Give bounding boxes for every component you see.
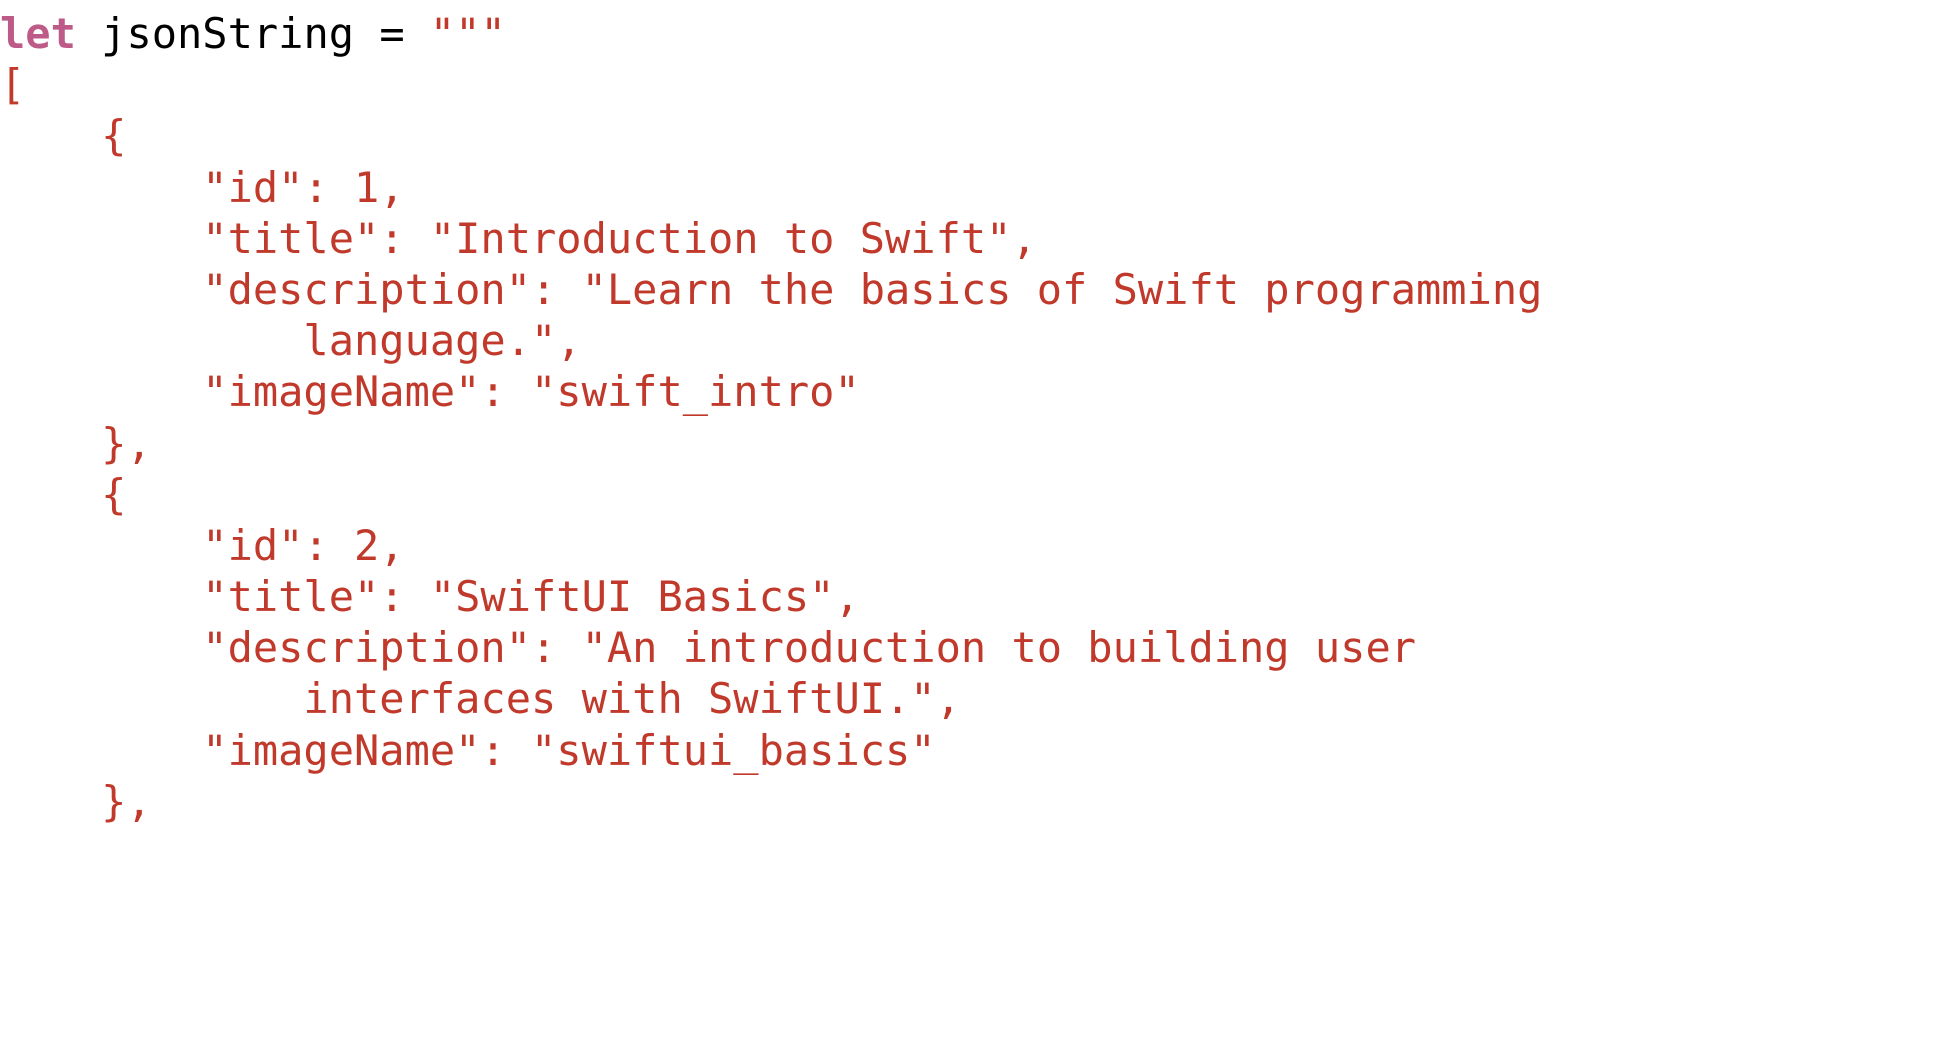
code-line: }, [0,776,1960,827]
code-line: "imageName": "swift_intro" [0,366,1960,417]
code-line: "id": 2, [0,520,1960,571]
token-string: "imageName": "swiftui_basics" [0,725,936,775]
token-operator: = [379,9,405,58]
token-string: "title": "SwiftUI Basics", [0,572,860,622]
token-string: { [0,469,127,519]
code-line: }, [0,418,1960,469]
code-line: "description": "Learn the basics of Swif… [0,264,1960,315]
code-line: "title": "Introduction to Swift", [0,213,1960,264]
token-string: "title": "Introduction to Swift", [0,213,1037,263]
token-string: "description": "Learn the basics of Swif… [0,264,1543,314]
code-line: interfaces with SwiftUI.", [0,673,1960,724]
code-line: "imageName": "swiftui_basics" [0,725,1960,776]
token-string: "imageName": "swift_intro" [0,367,860,417]
token-string: "description": "An introduction to build… [0,623,1417,673]
code-line: { [0,110,1960,161]
token-string: "id": 2, [0,520,405,570]
token-string: """ [429,9,506,58]
token-keyword: let [0,9,76,58]
code-line: language.", [0,315,1960,366]
code-line: { [0,469,1960,520]
token-string: language.", [0,316,582,366]
code-line: "description": "An introduction to build… [0,622,1960,673]
token-string: }, [0,776,152,826]
token-string: { [0,111,127,161]
token-string: [ [0,60,26,110]
code-line: "title": "SwiftUI Basics", [0,571,1960,622]
token-string: "id": 1, [0,162,405,212]
token-plain [354,9,379,58]
token-plain [76,9,101,58]
code-line: "id": 1, [0,162,1960,213]
token-identifier: jsonString [101,9,355,58]
code-line: let jsonString = """ [0,8,1960,59]
code-line: [ [0,59,1960,110]
token-string: }, [0,418,152,468]
token-plain [405,9,430,58]
token-string: interfaces with SwiftUI.", [0,674,961,724]
